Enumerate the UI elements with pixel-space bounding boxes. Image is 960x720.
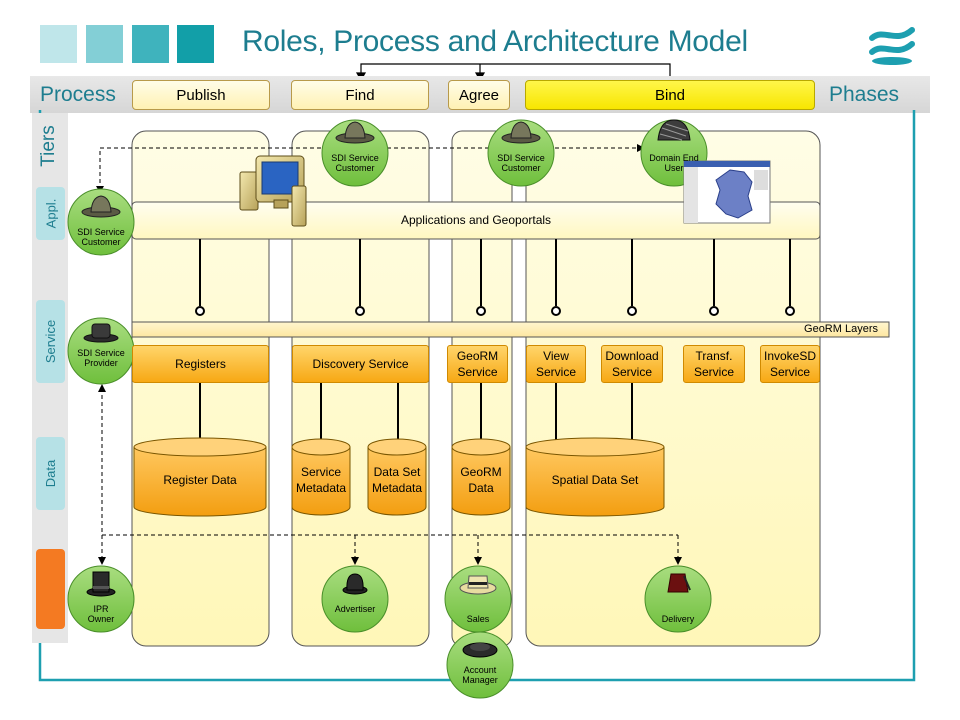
tiers-heading: Tiers [38,124,59,167]
georm-layers-label: GeoRM Layers [804,323,878,335]
tier-tab-service: Service [36,300,65,383]
discovery-service[interactable]: Discovery Service [292,345,429,383]
phase-publish[interactable]: Publish [132,80,270,110]
dashed-role-arrows [99,147,679,560]
role-sales: Sales [466,614,490,624]
spatial-data-set-store: Spatial Data Set [551,473,639,487]
hat-icon [81,195,121,218]
page-title: Roles, Process and Architecture Model [242,25,748,58]
phase-find[interactable]: Find [291,80,429,110]
app-service-connectors [199,239,791,306]
process-label: Process [40,83,116,106]
hat-icon [462,642,498,658]
applications-bar-label: Applications and Geoportals [400,213,552,227]
hat-icon [335,121,375,144]
hat-icon [501,121,541,144]
phase-agree[interactable]: Agree [448,80,510,110]
germany-map-screenshot-icon [683,160,771,224]
hat-icon [657,119,691,141]
georm-layers-bar [131,321,890,338]
phase-bind[interactable]: Bind [525,80,815,110]
wave-logo-icon [869,27,915,65]
hat-icons [81,119,691,658]
title-squares [40,25,214,63]
service-data-connectors [199,383,633,445]
phases-label: Phases [829,83,900,106]
hat-icon [342,573,368,595]
hat-icon [667,573,691,593]
hat-icon [459,575,497,595]
connector-rings [195,306,795,316]
database-cylinders [133,437,665,517]
role-delivery: Delivery [661,614,695,624]
tier-tab-roles [36,549,65,629]
role-advertiser: Advertiser [334,604,376,614]
tier-tab-appl: Appl. [36,187,65,240]
desktop-computer-icon [239,155,307,227]
hat-icon [83,323,119,343]
registers-service[interactable]: Registers [132,345,269,383]
register-data-store: Register Data [163,473,237,487]
tier-tab-data: Data [36,437,65,510]
transf-service[interactable]: Transf.Service [683,345,745,383]
hat-icon [86,571,116,597]
